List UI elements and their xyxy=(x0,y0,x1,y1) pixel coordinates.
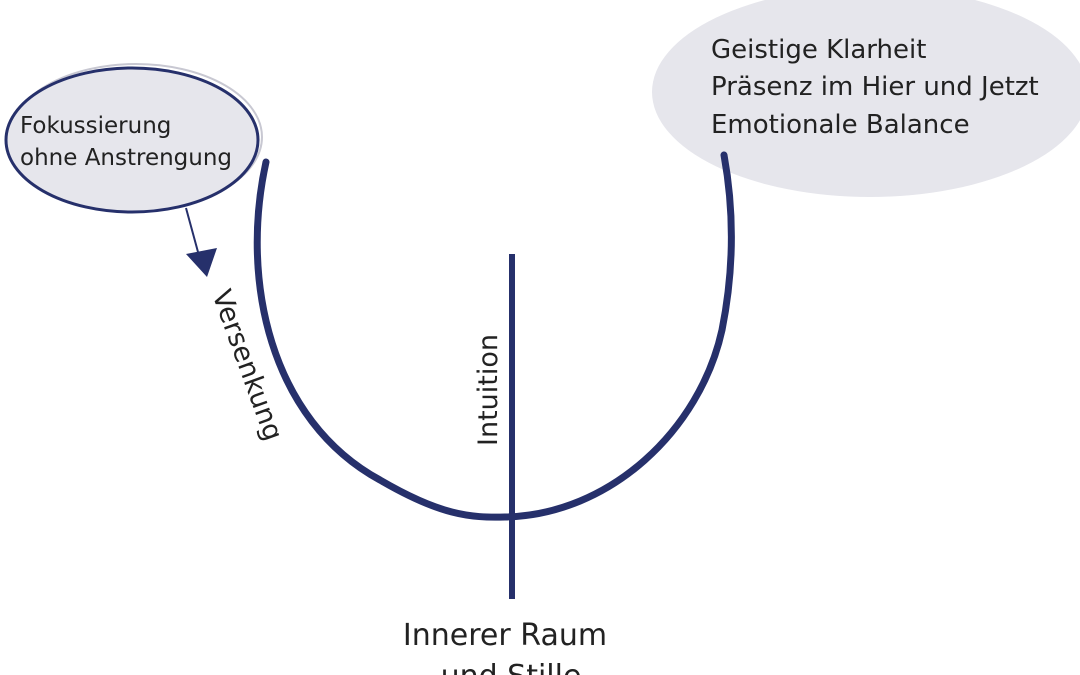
descent-arrow xyxy=(185,207,217,277)
versenkung-label: Versenkung xyxy=(205,286,288,445)
descent-arrow-shaft xyxy=(185,207,199,253)
bubble-right: Geistige Klarheit Präsenz im Hier und Je… xyxy=(652,0,1080,197)
bubble-left-line2: ohne Anstrengung xyxy=(20,145,232,171)
bubble-right-shape xyxy=(652,0,1080,197)
intuition-label: Intuition xyxy=(473,334,504,446)
bubble-left-shape xyxy=(4,66,260,214)
bubble-right-line2: Präsenz im Hier und Jetzt xyxy=(711,72,1039,102)
bottom-label-line2: und Stille xyxy=(441,659,582,675)
bubble-right-line3: Emotionale Balance xyxy=(711,110,970,140)
bubble-left: Fokussierung ohne Anstrengung xyxy=(4,63,263,214)
bubble-left-line1: Fokussierung xyxy=(20,113,171,139)
descent-arrow-head xyxy=(186,248,217,277)
bubble-right-line1: Geistige Klarheit xyxy=(711,35,926,65)
u-curve xyxy=(253,151,735,521)
bottom-label-line1: Innerer Raum xyxy=(403,618,607,653)
